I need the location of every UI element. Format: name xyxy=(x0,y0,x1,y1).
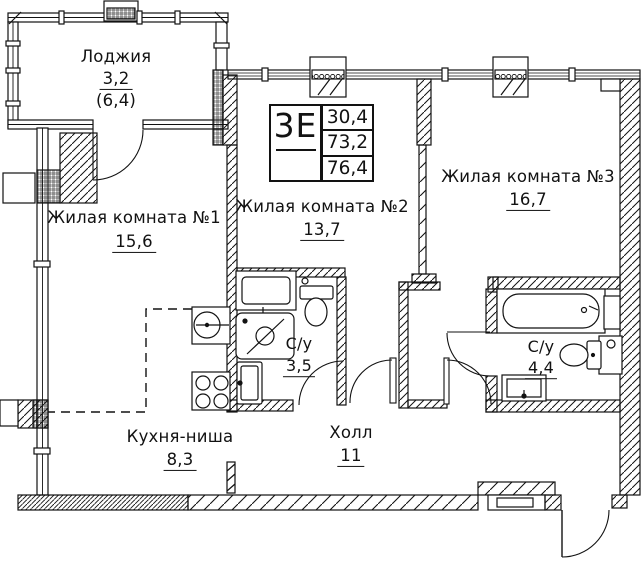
window-room3 xyxy=(492,56,529,98)
toilet2-fixture xyxy=(559,335,623,375)
room3-area: 16,7 xyxy=(506,190,550,212)
room3-label: Жилая комната №3 xyxy=(441,166,615,186)
bath2-door xyxy=(446,331,491,377)
bath2-area: 4,4 xyxy=(524,359,558,379)
interior-walls xyxy=(212,69,621,494)
bath1-cabinet-fixture xyxy=(236,361,263,405)
stamp-divider xyxy=(275,149,316,151)
bath1-sink-fixture xyxy=(235,307,295,360)
room2-area: 13,7 xyxy=(300,220,344,242)
bath2-shelf-fixture xyxy=(603,295,621,330)
loggia-label: Лоджия xyxy=(80,46,152,66)
outer-walls xyxy=(0,67,641,511)
loggia-area: 3,2 xyxy=(99,69,133,91)
hall-area: 11 xyxy=(337,446,365,468)
room3-door xyxy=(443,357,492,405)
bath2-label: С/у xyxy=(527,337,555,357)
bath1-area: 3,5 xyxy=(282,357,316,377)
apartment-areas-cell: 30,4 73,2 76,4 xyxy=(321,104,374,182)
window-room2 xyxy=(309,56,347,98)
kitchen-label: Кухня-ниша xyxy=(126,426,234,446)
toilet1-fixture xyxy=(299,277,334,327)
loggia-door xyxy=(92,129,144,181)
bath1-door xyxy=(298,360,344,406)
loggia-walls xyxy=(5,0,230,130)
kitchen-area: 8,3 xyxy=(163,450,197,472)
hall-label: Холл xyxy=(329,422,373,442)
room1-label: Жилая комната №1 xyxy=(47,207,221,227)
apartment-type-cell: 3Е xyxy=(269,104,322,182)
apartment-stamp: 3Е 30,4 73,2 76,4 xyxy=(269,104,374,182)
doors xyxy=(92,129,610,558)
bath2-sink-fixture xyxy=(501,374,547,402)
kitchen-sink-fixture xyxy=(191,306,231,345)
entrance-door xyxy=(561,509,610,558)
stamp-total-area: 76,4 xyxy=(323,154,372,180)
stamp-area-2: 73,2 xyxy=(323,129,372,154)
loggia-area-alt: (6,4) xyxy=(95,90,137,110)
room2-corridor-door xyxy=(349,357,397,404)
stove-fixture xyxy=(191,371,231,411)
washing-machine-fixture xyxy=(235,270,297,311)
kitchen-dashed-boundary xyxy=(48,308,192,413)
apartment-type: 3Е xyxy=(273,106,318,145)
room2-label: Жилая комната №2 xyxy=(235,196,409,216)
bath1-label: С/у xyxy=(285,334,313,354)
stamp-living-area: 30,4 xyxy=(326,107,369,129)
room1-area: 15,6 xyxy=(112,232,156,254)
bathtub-fixture xyxy=(496,288,606,334)
